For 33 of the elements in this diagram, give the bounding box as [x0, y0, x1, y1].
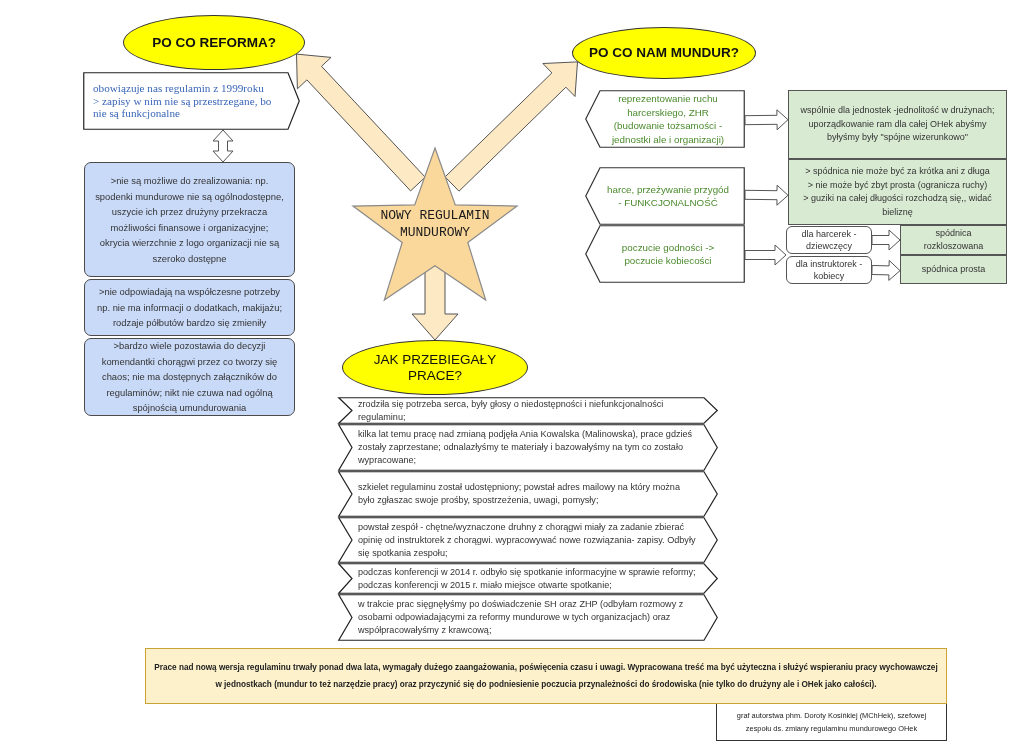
chevron-step: w trakcie prac sięgnęłyśmy po doświadczenie SH oraz ZHP (odbyłam rozmowy z osobami odpowiadającymi za reformy mundurowe w tych organizacjach) oraz współpracowałyśmy z krawcową;	[338, 594, 718, 641]
chevron-step: powstał zespół - chętne/wyznaczone druhny z chorągwi miały za zadanie zbierać opinię od instruktorek z chorągwi. wypracowywać nowe rozwiązania- zapisy. Odbyły się spotkania zespołu;	[338, 517, 718, 563]
arrow-callout: obowiązuje nas regulamin z 1999roku > zapisy w nim nie są przestrzegane, bo nie są funkcjonalne	[83, 72, 300, 130]
arrow-callout: reprezentowanie ruchu harcerskiego, ZHR (budowanie tożsamości - jednostki ale i organizacji)	[585, 90, 745, 148]
block-arrow	[411, 264, 459, 341]
block-arrow	[744, 109, 789, 131]
arrow-callout: harce, przeżywanie przygód - FUNKCJONALNOŚĆ	[585, 167, 745, 225]
reason-box: >nie są możliwe do zrealizowania: np. spodenki mundurowe nie są ogólnodostępne, uszycie ich przez drużyny przekracza możliwości finansowe i organizacyjne; okrycia wierzchnie z logo organizacji nie są szeroko dostępne	[84, 162, 295, 277]
chevron-step: zrodziła się potrzeba serca, były głosy o niedostępności i niefunkcjonalności regulaminu;	[338, 397, 718, 424]
block-arrow	[296, 53, 426, 192]
question-ellipse: PO CO NAM MUNDUR?	[572, 27, 756, 79]
reason-box: >nie odpowiadają na współczesne potrzeby np. nie ma informacji o dodatkach, makijażu; rodzaje półbutów bardzo się zmieniły	[84, 279, 295, 336]
rounded-tag: dla instruktorek - kobiecy	[786, 256, 872, 284]
chevron-step: szkielet regulaminu został udostępniony; powstał adres mailowy na który można było zgłaszac swoje prośby, spostrzeżenia, uwagi, pomysły;	[338, 471, 718, 517]
block-arrow	[444, 61, 578, 192]
chevron-step: kilka lat temu pracę nad zmianą podjęła Ania Kowalska (Malinowska), prace gdzieś zostały zaprzestane; odnalazłyśmy te materiały i bazowałyśmy na tym co zostało wypracowane;	[338, 424, 718, 471]
block-arrow	[744, 184, 789, 206]
result-box: > spódnica nie może być za krótka ani z długa > nie może być zbyt prosta (ogranicza ruchy) > guziki na całej długości rozchodzą się,, widać bieliznę	[788, 159, 1007, 225]
arrow-callout: poczucie godności -> poczucie kobiecości	[585, 225, 745, 283]
chevron-step: podczas konferencji w 2014 r. odbyło się spotkanie informacyjne w sprawie reformy; podczas konferencji w 2015 r. miało miejsce otwarte spotkanie;	[338, 563, 718, 594]
double-arrow	[212, 129, 234, 163]
question-ellipse: PO CO REFORMA?	[123, 15, 305, 70]
central-star: NOWY REGULAMIN MUNDUROWY	[353, 148, 517, 300]
reason-box: >bardzo wiele pozostawia do decyzji komendantki chorągwi przez co tworzy się chaos; nie ma dostępnych załączników do regulaminów; nikt nie czuwa nad ogólną spójnością umundurowania	[84, 338, 295, 416]
summary-note: Prace nad nową wersja regulaminu trwały ponad dwa lata, wymagały dużego zaangażowania, poświęcenia czasu i uwagi. Wypracowana treść ma być użyteczna i służyć wspieraniu pracy wychowawczej w jednostkach (mundur to też narzędzie pracy) oraz przyczynić się do podniesienie poczucia przynależności do środowiska (nie tylko do drużyny ale i OHek jako całości).	[145, 648, 947, 704]
result-box: spódnica rozkloszowana	[900, 225, 1007, 255]
block-arrow	[871, 259, 901, 281]
result-box: wspólnie dla jednostek -jednolitość w drużynach; uporządkowanie ram dla całej OHek abyśmy byłyśmy były "spójne wizerunkowo"	[788, 90, 1007, 159]
block-arrow	[871, 229, 901, 251]
question-ellipse: JAK PRZEBIEGAŁY PRACE?	[342, 340, 528, 395]
rounded-tag: dla harcerek - dziewczęcy	[786, 226, 872, 254]
block-arrow	[744, 244, 787, 266]
result-box: spódnica prosta	[900, 255, 1007, 284]
